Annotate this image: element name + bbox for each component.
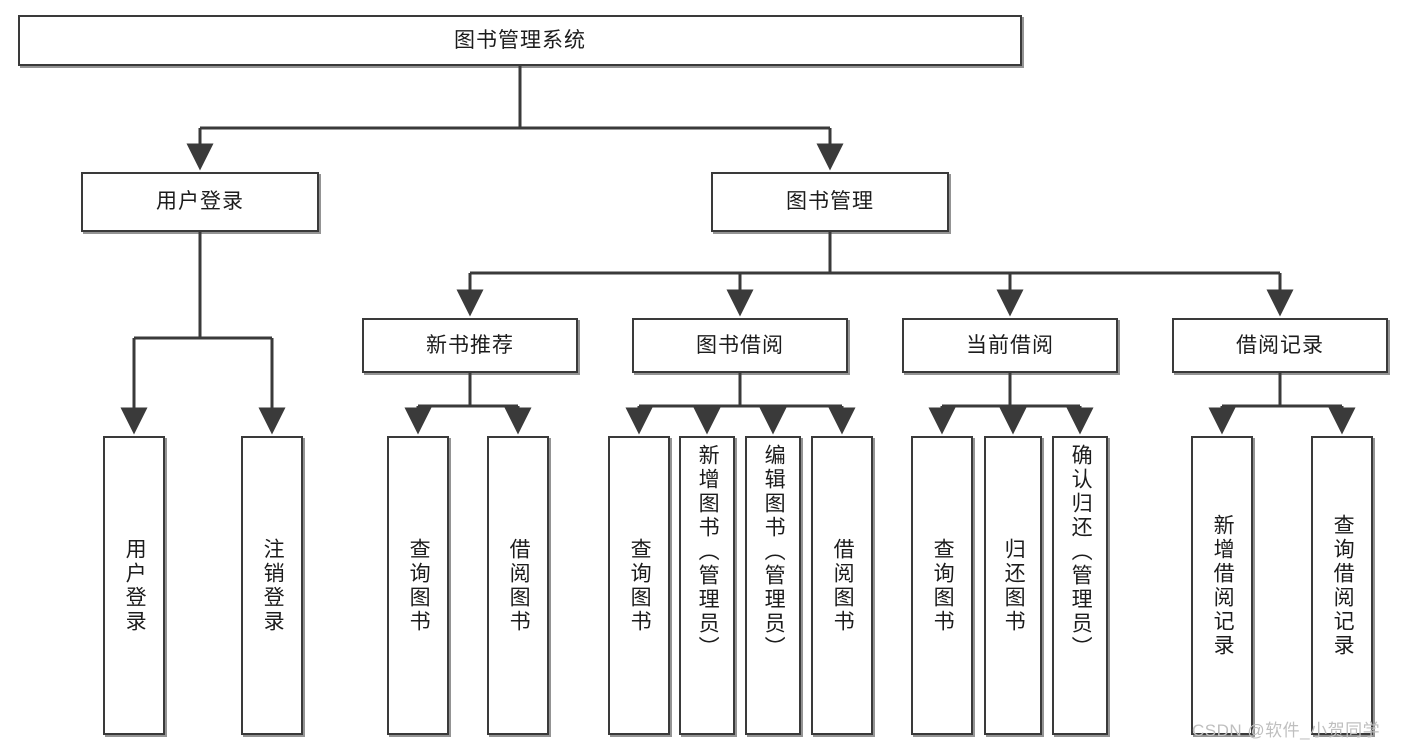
node-leaf-add-book[interactable]: 新增图书（管理员） bbox=[679, 436, 735, 735]
node-current-borrow[interactable]: 当前借阅 bbox=[902, 318, 1118, 373]
node-leaf-query-book-3[interactable]: 查询图书 bbox=[911, 436, 973, 735]
node-leaf-user-logout[interactable]: 注销登录 bbox=[241, 436, 303, 735]
csdn-watermark: CSDN @软件_小贺同学 bbox=[1192, 721, 1381, 740]
node-leaf-confirm-return[interactable]: 确认归还（管理员） bbox=[1052, 436, 1108, 735]
node-leaf-user-login[interactable]: 用户登录 bbox=[103, 436, 165, 735]
node-book-borrow[interactable]: 图书借阅 bbox=[632, 318, 848, 373]
node-user-login[interactable]: 用户登录 bbox=[81, 172, 319, 232]
node-leaf-query-book-1[interactable]: 查询图书 bbox=[387, 436, 449, 735]
node-leaf-borrow-book-2[interactable]: 借阅图书 bbox=[811, 436, 873, 735]
node-leaf-edit-book[interactable]: 编辑图书（管理员） bbox=[745, 436, 801, 735]
node-new-book-rec[interactable]: 新书推荐 bbox=[362, 318, 578, 373]
node-leaf-query-book-2[interactable]: 查询图书 bbox=[608, 436, 670, 735]
node-leaf-add-record[interactable]: 新增借阅记录 bbox=[1191, 436, 1253, 735]
node-leaf-borrow-book-1[interactable]: 借阅图书 bbox=[487, 436, 549, 735]
node-root[interactable]: 图书管理系统 bbox=[18, 15, 1022, 66]
node-leaf-return-book[interactable]: 归还图书 bbox=[984, 436, 1042, 735]
node-leaf-query-record[interactable]: 查询借阅记录 bbox=[1311, 436, 1373, 735]
node-book-manage[interactable]: 图书管理 bbox=[711, 172, 949, 232]
node-borrow-record[interactable]: 借阅记录 bbox=[1172, 318, 1388, 373]
